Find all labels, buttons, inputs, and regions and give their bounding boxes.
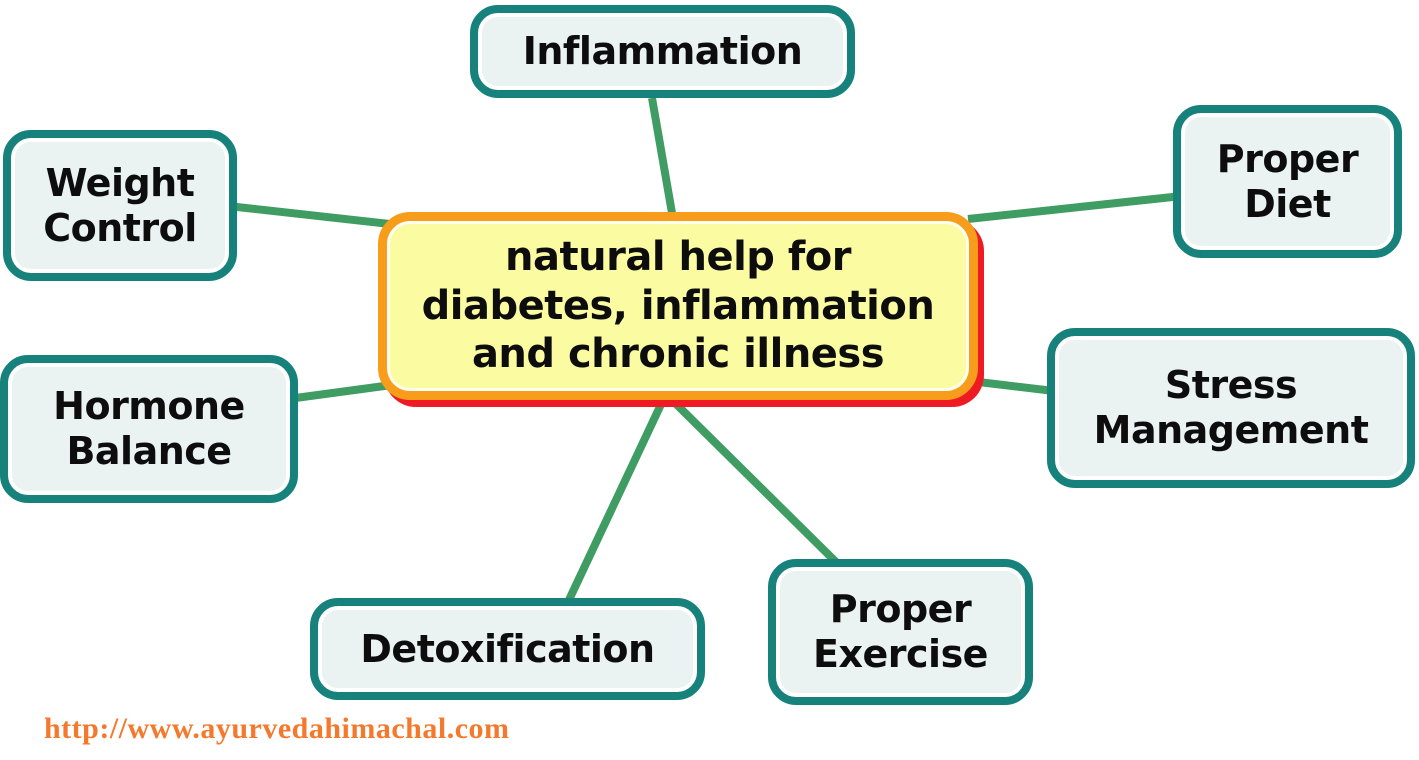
center-node: natural help for diabetes, inflammation … <box>378 212 978 400</box>
node-inflammation-label: Inflammation <box>522 29 803 74</box>
node-stress-management-label: Stress Management <box>1093 363 1369 452</box>
node-detoxification: Detoxification <box>310 598 705 700</box>
node-proper-diet: Proper Diet <box>1173 105 1402 258</box>
node-hormone-balance-label: Hormone Balance <box>53 384 245 473</box>
center-node-line2: diabetes, inflammation <box>421 282 935 329</box>
connector-inflammation <box>648 97 676 214</box>
node-hormone-balance: Hormone Balance <box>0 355 298 503</box>
connector-proper-diet <box>967 192 1183 223</box>
connector-detoxification <box>564 396 668 604</box>
connector-proper-exercise <box>667 395 839 565</box>
node-stress-management: Stress Management <box>1047 328 1415 488</box>
node-proper-exercise-label: Proper Exercise <box>813 587 988 676</box>
node-weight-control: Weight Control <box>3 130 237 281</box>
center-node-line1: natural help for <box>505 233 851 280</box>
node-proper-diet-label: Proper Diet <box>1216 136 1359 226</box>
connector-weight-control <box>227 202 391 228</box>
connector-hormone-balance <box>287 381 393 403</box>
website-url: http://www.ayurvedahimachal.com <box>44 712 510 745</box>
node-detoxification-label: Detoxification <box>360 626 655 671</box>
center-node-line3: and chronic illness <box>471 331 885 378</box>
node-proper-exercise: Proper Exercise <box>768 559 1033 705</box>
connector-stress-management <box>969 377 1055 395</box>
node-weight-control-label: Weight Control <box>43 160 197 250</box>
node-inflammation: Inflammation <box>470 5 855 98</box>
